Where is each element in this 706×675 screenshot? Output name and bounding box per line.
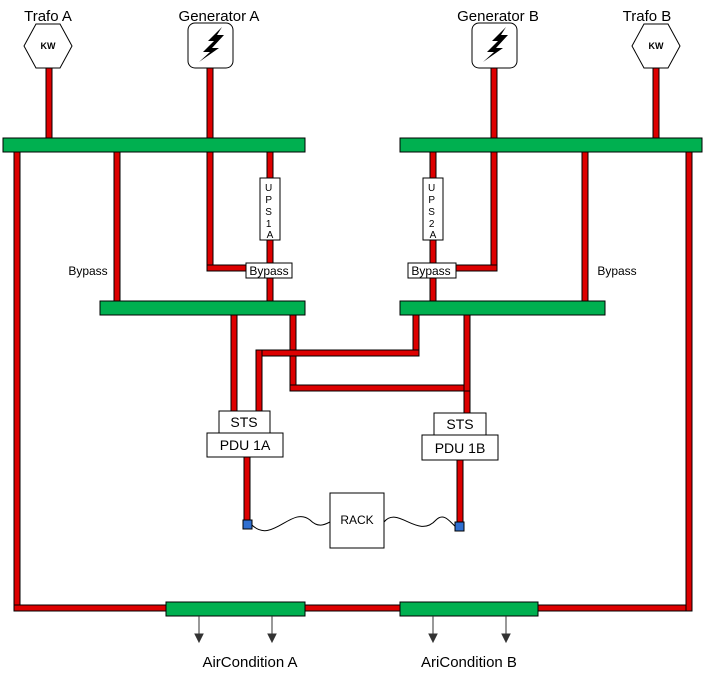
sts-pdu-1a: STS PDU 1A	[206, 410, 284, 458]
svg-text:U P S 1: U P S 1 A	[265, 183, 275, 241]
ups-1a-char: A	[267, 230, 274, 241]
rack-label: RACK	[340, 513, 373, 527]
trafo-b-icon: KW	[631, 23, 681, 69]
cable-bottom-left	[13, 604, 167, 612]
pdu-1b-box	[421, 434, 499, 461]
cable-trafo-b	[652, 67, 660, 141]
cable-gen-b-down	[490, 149, 498, 272]
bypass-box-b-label: Bypass	[411, 264, 450, 278]
sts-pdu-1b: STS PDU 1B	[421, 412, 499, 461]
ups-2a-char: A	[430, 230, 437, 241]
rack-connector-b	[454, 521, 465, 532]
bypass-left-label: Bypass	[68, 264, 107, 278]
rack-cable-right	[383, 516, 457, 528]
rack-cable-left	[251, 516, 331, 532]
generator-a-icon	[187, 22, 234, 69]
generator-b-label: Generator B	[457, 8, 539, 25]
trafo-a-kw: KW	[41, 41, 56, 51]
cable-bypass-left	[113, 149, 121, 304]
lightning-bolt-icon	[483, 27, 508, 62]
ups-1a-char: 1	[266, 219, 272, 230]
cable-gen-b-to-bypass	[455, 264, 498, 272]
bypass-right-label: Bypass	[597, 264, 636, 278]
lightning-bolt-icon	[199, 27, 224, 62]
cable-outer-left	[13, 149, 21, 612]
cable-bypass-bus-a	[266, 276, 274, 304]
generator-b-icon	[471, 22, 518, 69]
cable-generator-a	[206, 67, 214, 141]
ups-2a-char: S	[428, 207, 435, 218]
ups-2a: U P S 2 A	[422, 177, 444, 241]
cable-bottom-mid	[304, 604, 401, 612]
bypass-box-a-label: Bypass	[249, 264, 288, 278]
cable-gen-a-to-bypass	[206, 264, 248, 272]
bypass-box-b: Bypass	[407, 262, 457, 279]
cable-gen-a-down	[206, 149, 214, 272]
ups-2a-char: U	[428, 183, 435, 194]
bypass-box-a: Bypass	[245, 262, 293, 279]
trafo-a-label: Trafo A	[24, 8, 72, 25]
cable-pdu-a-rack	[243, 456, 251, 523]
svg-text:U P S 2: U P S 2 A	[428, 183, 438, 241]
cable-ups-bypass-a	[266, 239, 274, 266]
ups-bus-a	[99, 300, 306, 316]
ups-1a-char: P	[265, 195, 272, 206]
cable-cross-lower	[289, 384, 471, 392]
trafo-b-kw: KW	[649, 41, 664, 51]
cable-bypass-bus-b	[429, 276, 437, 304]
aircondition-arrows	[194, 616, 511, 644]
sts-a-label: STS	[230, 414, 257, 430]
cable-busa-sts-a	[230, 314, 238, 413]
cable-ups-bypass-b	[429, 239, 437, 266]
cable-pdu-b-rack	[456, 459, 464, 525]
cable-generator-b	[490, 67, 498, 141]
main-bus-a	[2, 137, 306, 153]
pdu-1a-label: PDU 1A	[220, 437, 271, 453]
cable-outer-right	[685, 149, 693, 612]
cable-cross-upper	[255, 349, 420, 357]
generator-a-label: Generator A	[179, 8, 260, 25]
cable-bypass-right	[581, 149, 589, 304]
aircondition-b-label: AriCondition B	[421, 654, 517, 671]
ups-1a-char: U	[265, 183, 272, 194]
bus-bars	[2, 137, 703, 617]
aircondition-bus-a	[165, 601, 306, 617]
rack: RACK	[329, 492, 385, 549]
sts-b-label: STS	[446, 416, 473, 432]
aircondition-a-label: AirCondition A	[202, 654, 297, 671]
cable-bottom-right	[537, 604, 693, 612]
ups-2a-char: P	[428, 195, 435, 206]
aircondition-bus-b	[399, 601, 539, 617]
cable-cross-to-sts-a	[255, 349, 263, 413]
ups-1a-char: S	[265, 207, 272, 218]
cable-busb-sts-b	[463, 314, 471, 392]
ups-2a-char: 2	[429, 219, 435, 230]
main-bus-b	[399, 137, 703, 153]
cable-bus-ups-b	[429, 149, 437, 179]
pdu-1a-box	[206, 432, 284, 458]
rack-connector-a	[242, 519, 253, 530]
trafo-a-icon: KW	[23, 23, 73, 69]
trafo-b-label: Trafo B	[623, 8, 672, 25]
ups-1a: U P S 1 A	[259, 177, 281, 241]
cable-bus-ups-a	[266, 149, 274, 179]
pdu-1b-label: PDU 1B	[435, 440, 486, 456]
ups-bus-b	[399, 300, 606, 316]
cable-trafo-a	[45, 67, 53, 141]
